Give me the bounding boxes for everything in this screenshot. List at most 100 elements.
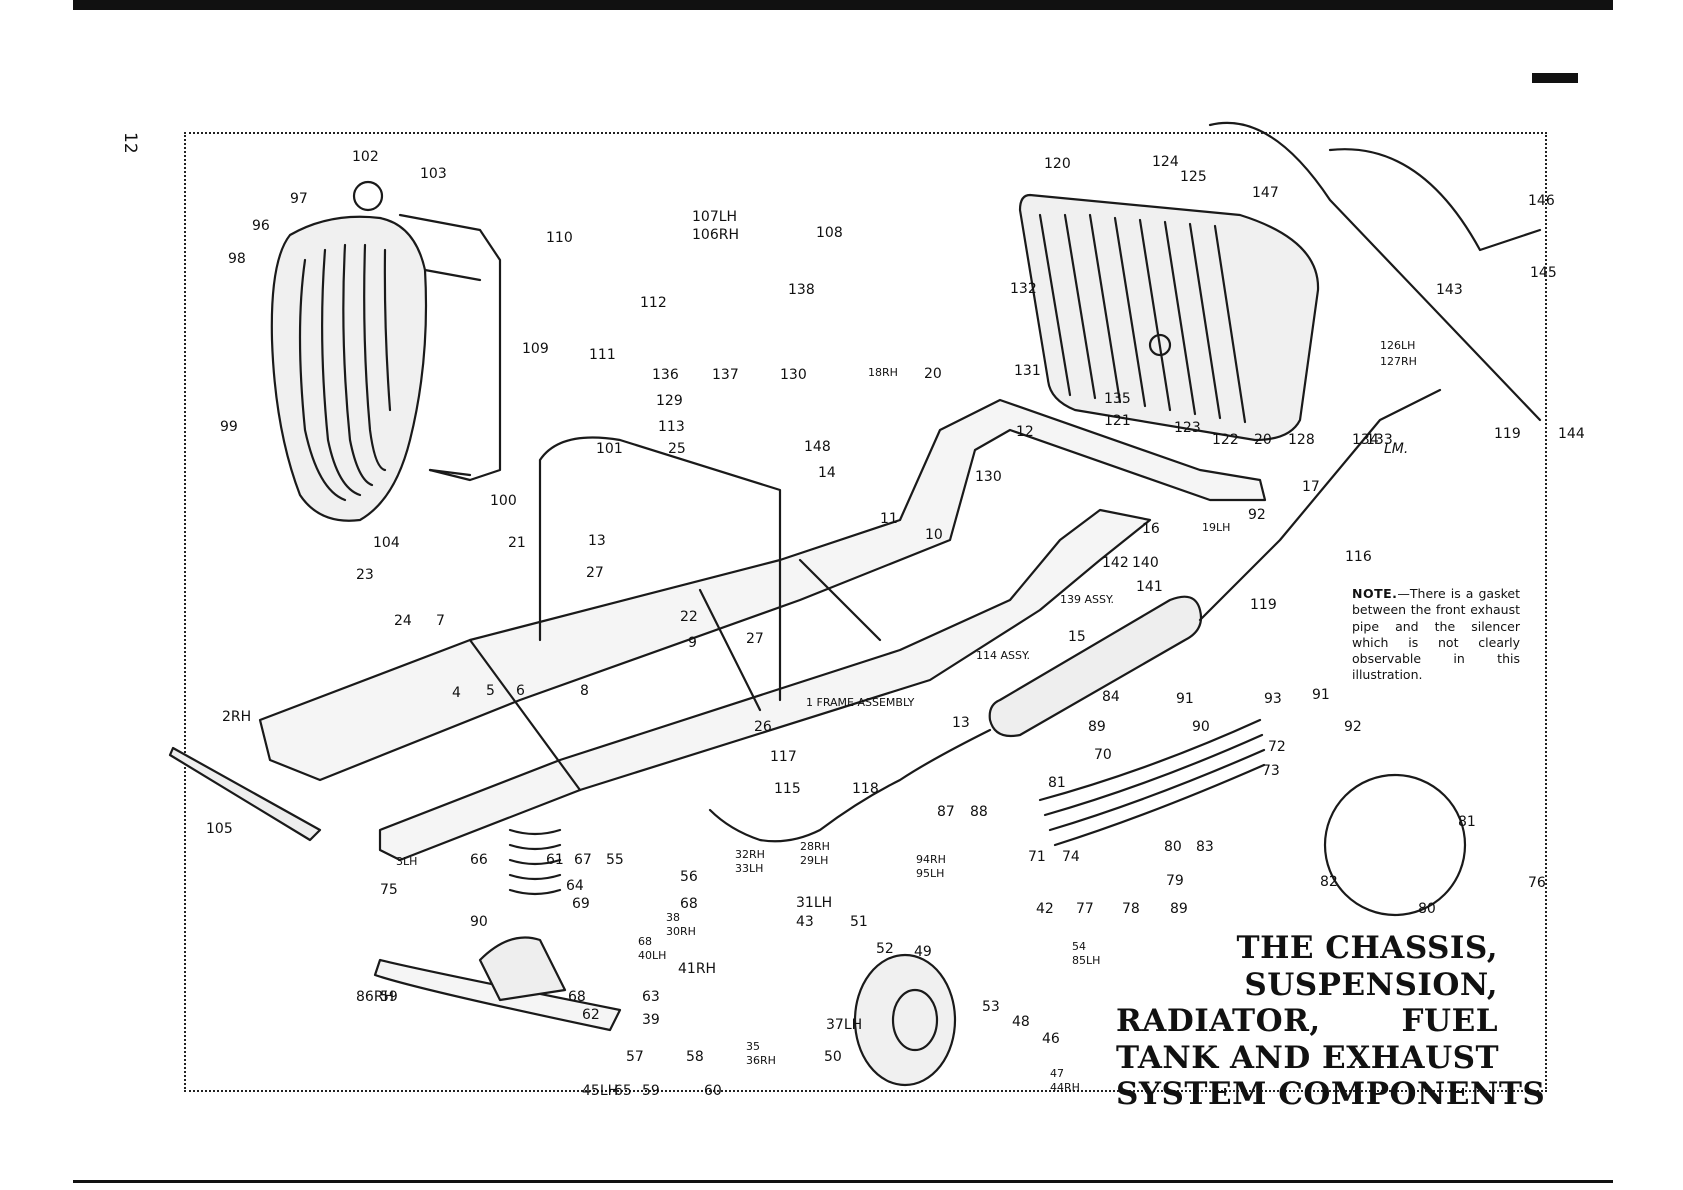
callout-label: 106RH bbox=[692, 227, 739, 243]
callout-label: 67 bbox=[574, 852, 592, 868]
callout-label: 146 bbox=[1528, 193, 1555, 209]
callout-label: 73 bbox=[1262, 763, 1280, 779]
callout-label: 119 bbox=[1494, 426, 1521, 442]
note-heading: NOTE. bbox=[1352, 586, 1398, 601]
callout-label: 148 bbox=[804, 439, 831, 455]
callout-label: 36RH bbox=[746, 1054, 776, 1067]
callout-label: 19LH bbox=[1202, 521, 1231, 534]
section-tab-mark bbox=[1532, 73, 1578, 83]
callout-label: 113 bbox=[658, 419, 685, 435]
callout-label: 54 bbox=[1072, 940, 1086, 953]
callout-label: 91 bbox=[1312, 687, 1330, 703]
callout-label: 27 bbox=[586, 565, 604, 581]
callout-label: 101 bbox=[596, 441, 623, 457]
callout-label: 68 bbox=[638, 935, 652, 948]
callout-label: 130 bbox=[780, 367, 807, 383]
callout-label: 135 bbox=[1104, 391, 1131, 407]
callout-label: 115 bbox=[774, 781, 801, 797]
callout-label: 91 bbox=[1176, 691, 1194, 707]
callout-label: 107LH bbox=[692, 209, 738, 225]
callout-label: 100 bbox=[490, 493, 517, 509]
callout-label: 78 bbox=[1122, 901, 1140, 917]
callout-label: 7 bbox=[436, 613, 445, 629]
callout-label: 75 bbox=[380, 882, 398, 898]
callout-label: 55 bbox=[606, 852, 624, 868]
callout-label: 68 bbox=[680, 896, 698, 912]
title-line-4: TANK AND EXHAUST bbox=[1116, 1039, 1500, 1076]
callout-label: 69 bbox=[572, 896, 590, 912]
title-line-5: SYSTEM COMPONENTS bbox=[1116, 1076, 1546, 1113]
callout-label: 13 bbox=[952, 715, 970, 731]
callout-label: 80 bbox=[1418, 901, 1436, 917]
callout-label: 38 bbox=[666, 911, 680, 924]
diagram-frame bbox=[184, 132, 1547, 1092]
callout-label: 56 bbox=[680, 869, 698, 885]
callout-label: 81 bbox=[1048, 775, 1066, 791]
callout-label: 89 bbox=[1088, 719, 1106, 735]
callout-label: 88 bbox=[970, 804, 988, 820]
callout-label: 64 bbox=[566, 878, 584, 894]
callout-label: 20 bbox=[924, 366, 942, 382]
leaf-spring-drawing bbox=[1038, 718, 1266, 847]
callout-label: 138 bbox=[788, 282, 815, 298]
callout-label: 52 bbox=[876, 941, 894, 957]
callout-label: 50 bbox=[824, 1049, 842, 1065]
callout-label: 136 bbox=[652, 367, 679, 383]
callout-label: 140 bbox=[1132, 555, 1159, 571]
title-line-3: RADIATOR, FUEL bbox=[1116, 1003, 1498, 1040]
callout-label: 118 bbox=[852, 781, 879, 797]
callout-label: 71 bbox=[1028, 849, 1046, 865]
callout-label: 17 bbox=[1302, 479, 1320, 495]
callout-label: 13 bbox=[588, 533, 606, 549]
callout-label: 47 bbox=[1050, 1067, 1064, 1080]
callout-label: 14 bbox=[818, 465, 836, 481]
callout-label: 24 bbox=[394, 613, 412, 629]
callout-label: 90 bbox=[1192, 719, 1210, 735]
callout-label: 10 bbox=[925, 527, 943, 543]
callout-label: 122 bbox=[1212, 432, 1239, 448]
callout-label: 84 bbox=[1102, 689, 1120, 705]
title-line-2: SUSPENSION, bbox=[1244, 966, 1498, 1003]
chassis-frame-drawing bbox=[258, 398, 1267, 862]
callout-label: 111 bbox=[589, 347, 616, 363]
callout-label: 68 bbox=[568, 989, 586, 1005]
callout-label: 123 bbox=[1174, 420, 1201, 436]
callout-label: 90 bbox=[470, 914, 488, 930]
callout-label: 18RH bbox=[868, 366, 898, 379]
callout-label: 74 bbox=[1062, 849, 1080, 865]
callout-label: 116 bbox=[1345, 549, 1372, 565]
callout-label: 43 bbox=[796, 914, 814, 930]
callout-label: 108 bbox=[816, 225, 843, 241]
top-rule bbox=[73, 0, 1613, 10]
callout-label: 25 bbox=[668, 441, 686, 457]
callout-label: 1 FRAME ASSEMBLY bbox=[806, 696, 915, 709]
callout-label: 63 bbox=[642, 989, 660, 1005]
lower-wishbone-drawing bbox=[373, 936, 622, 1032]
front-cross-member-drawing bbox=[168, 746, 322, 842]
callout-label: 98 bbox=[228, 251, 246, 267]
callout-label: 103 bbox=[420, 166, 447, 182]
callout-label: 86RH bbox=[356, 989, 395, 1005]
callout-label: 110 bbox=[546, 230, 573, 246]
callout-label: 117 bbox=[770, 749, 797, 765]
callout-label: 51 bbox=[850, 914, 868, 930]
detail-circle bbox=[1323, 773, 1467, 917]
callout-label: 92 bbox=[1344, 719, 1362, 735]
callout-label: 97 bbox=[290, 191, 308, 207]
callout-label: 87 bbox=[937, 804, 955, 820]
callout-label: 130 bbox=[975, 469, 1002, 485]
callout-label: 35 bbox=[746, 1040, 760, 1053]
callout-label: 42 bbox=[1036, 901, 1054, 917]
callout-label: 28RH bbox=[800, 840, 830, 853]
title-line-3b: FUEL bbox=[1401, 1003, 1498, 1040]
callout-label: 11 bbox=[880, 511, 898, 527]
callout-label: 22 bbox=[680, 609, 698, 625]
callout-label: 6 bbox=[516, 683, 525, 699]
callout-label: 39 bbox=[642, 1012, 660, 1028]
radiator-core-drawing bbox=[1018, 193, 1320, 442]
callout-label: 49 bbox=[914, 944, 932, 960]
callout-label: 26 bbox=[754, 719, 772, 735]
callout-label: 33LH bbox=[735, 862, 764, 875]
callout-label: 59 bbox=[642, 1083, 660, 1099]
